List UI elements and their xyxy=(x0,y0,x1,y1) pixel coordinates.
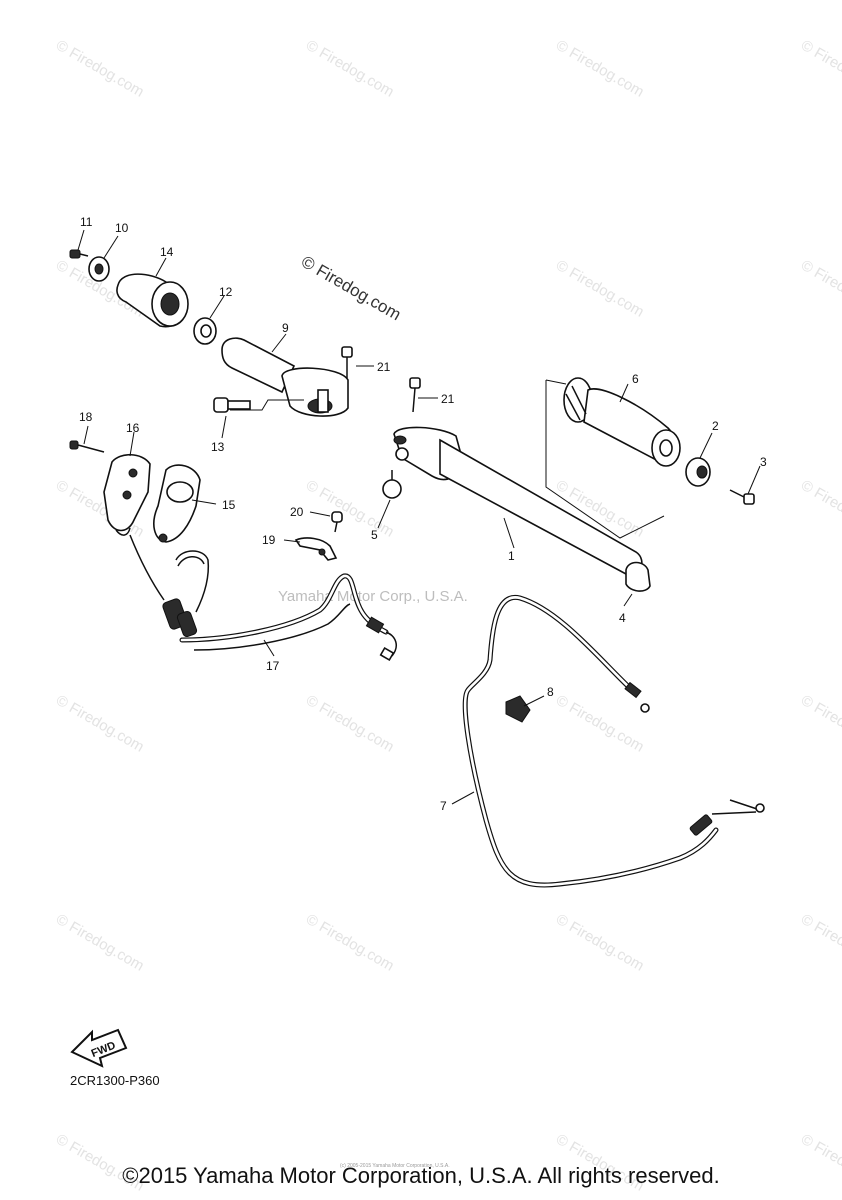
watermark: © Firedog.com xyxy=(553,37,647,101)
callout-20: 20 xyxy=(290,505,304,519)
part-18-screw xyxy=(69,440,105,453)
callout-13: 13 xyxy=(211,440,225,454)
watermark: © Firedog.com xyxy=(53,911,147,975)
callout-15: 15 xyxy=(222,498,236,512)
watermark: © Firedog.com xyxy=(553,257,647,321)
callout-5: 5 xyxy=(371,528,378,542)
watermark: © Firedog.com xyxy=(798,692,842,756)
part-11-screw xyxy=(69,249,89,259)
callout-3: 3 xyxy=(760,455,767,469)
leader-lines xyxy=(77,229,761,805)
watermark: © Firedog.com xyxy=(553,692,647,756)
callout-8: 8 xyxy=(547,685,554,699)
part-21-bolt-right xyxy=(409,377,421,413)
part-8-cable-holder xyxy=(505,695,531,723)
center-watermark: Yamaha Motor Corp., U.S.A. xyxy=(278,588,468,605)
part-12-collar xyxy=(193,317,217,345)
part-20-screw xyxy=(331,511,343,533)
part-19-clamp xyxy=(294,537,338,561)
watermark: © Firedog.com xyxy=(303,37,397,101)
watermark-dark: © Firedog.com xyxy=(298,252,404,324)
part-4-collar xyxy=(625,561,651,592)
part-16-switch-housing xyxy=(103,453,151,536)
part-6-throttle-grip xyxy=(545,377,681,539)
part-17-wire-harness xyxy=(129,534,397,662)
right-handlebar-assembly xyxy=(382,377,765,888)
callout-4: 4 xyxy=(619,611,626,625)
callout-2: 2 xyxy=(712,419,719,433)
copyright-footer: ©2015 Yamaha Motor Corporation, U.S.A. A… xyxy=(122,1163,720,1188)
callout-16: 16 xyxy=(126,421,140,435)
callout-9: 9 xyxy=(282,321,289,335)
part-3-screw xyxy=(729,489,755,505)
callout-labels: 1 2 3 4 5 6 7 8 9 10 11 12 13 14 15 16 1… xyxy=(79,215,767,813)
callout-14: 14 xyxy=(160,245,174,259)
watermark: © Firedog.com xyxy=(303,692,397,756)
part-14-grip xyxy=(116,273,189,328)
callout-11: 11 xyxy=(80,215,93,229)
fwd-arrow-icon: FWD xyxy=(70,1028,128,1068)
watermark: © Firedog.com xyxy=(303,911,397,975)
callout-17: 17 xyxy=(266,659,280,673)
watermark: © Firedog.com xyxy=(798,37,842,101)
callout-10: 10 xyxy=(115,221,129,235)
part-21-bolt-left xyxy=(341,346,353,378)
watermark: © Firedog.com xyxy=(53,692,147,756)
callout-19: 19 xyxy=(262,533,276,547)
left-grip-assembly xyxy=(69,249,397,662)
part-9-left-handlebar xyxy=(221,337,349,417)
part-10-grip-end xyxy=(88,256,110,282)
watermark: © Firedog.com xyxy=(798,911,842,975)
drawing-code: 2CR1300-P360 xyxy=(70,1073,160,1088)
watermark: © Firedog.com xyxy=(798,257,842,321)
part-5-screw xyxy=(382,470,402,499)
callout-7: 7 xyxy=(440,799,447,813)
part-13-bolt xyxy=(213,397,251,413)
callout-6: 6 xyxy=(632,372,639,386)
callout-1: 1 xyxy=(508,549,515,563)
callout-12: 12 xyxy=(219,285,233,299)
callout-21-left: 21 xyxy=(377,360,391,374)
part-7-throttle-cable xyxy=(462,594,765,888)
callout-18: 18 xyxy=(79,410,93,424)
tiny-credit: (c) 2005-2015 Yamaha Motor Corporation, … xyxy=(340,1163,450,1169)
part-15-switch-housing xyxy=(153,464,201,543)
watermark: © Firedog.com xyxy=(53,37,147,101)
callout-21-right: 21 xyxy=(441,392,455,406)
watermark: © Firedog.com xyxy=(798,477,842,541)
watermark: © Firedog.com xyxy=(553,911,647,975)
part-2-grip-end xyxy=(685,457,711,487)
